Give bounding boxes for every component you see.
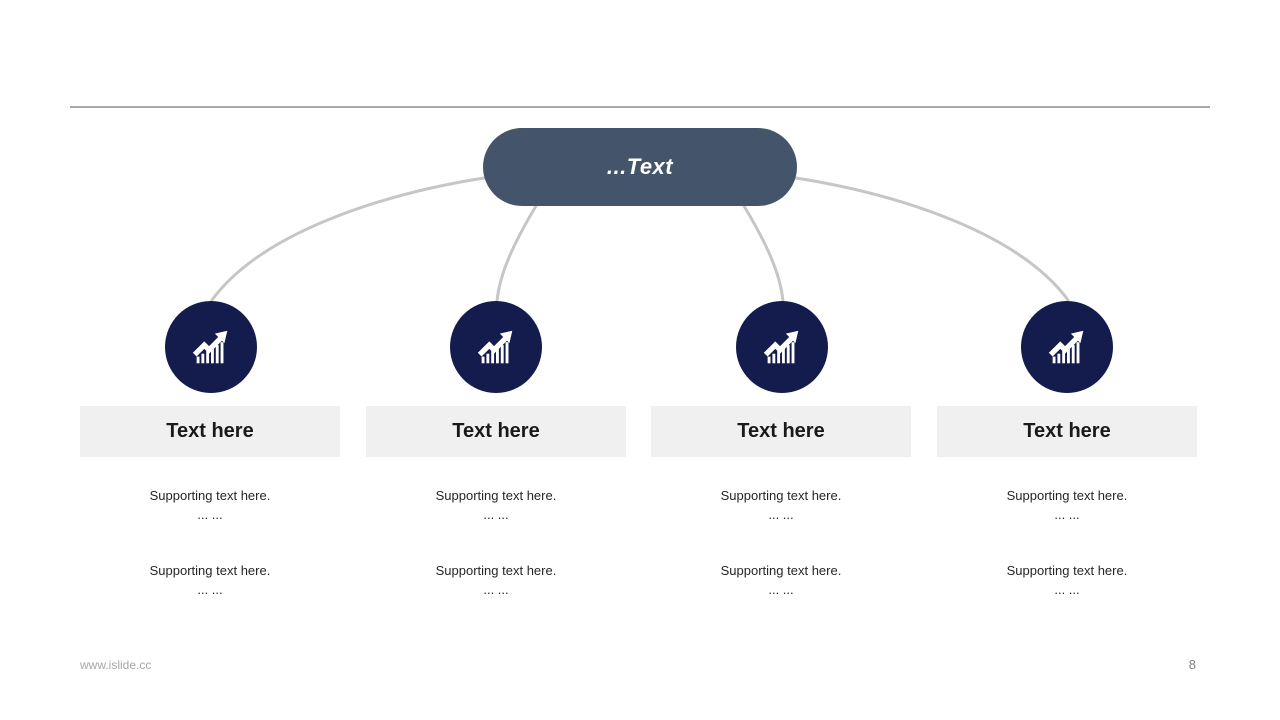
supporting-ellipsis: ... ...: [768, 582, 794, 597]
supporting-ellipsis: ... ...: [483, 507, 509, 522]
branch-icon-circle: [165, 301, 257, 393]
supporting-text-block: Supporting text here. ... ...: [366, 486, 626, 524]
branch-icon-circle: [1021, 301, 1113, 393]
connector-line: [742, 204, 785, 303]
branch-title: Text here: [737, 420, 825, 442]
supporting-text: Supporting text here.: [435, 563, 557, 578]
supporting-text-block: Supporting text here. ... ...: [651, 486, 911, 524]
branch-title-box: Text here: [651, 406, 911, 457]
supporting-ellipsis: ... ...: [197, 507, 223, 522]
growth-chart-icon: [477, 330, 513, 364]
branch-title: Text here: [166, 420, 254, 442]
supporting-text-block: Supporting text here. ... ...: [80, 561, 340, 599]
root-node-label: ...Text: [606, 154, 674, 179]
branch-icon-circle: [450, 301, 542, 393]
supporting-ellipsis: ... ...: [1054, 507, 1080, 522]
supporting-text: Supporting text here.: [149, 563, 271, 578]
growth-chart-icon: [192, 330, 228, 364]
connector-line: [210, 176, 486, 302]
branch-title-box: Text here: [366, 406, 626, 457]
top-divider-line: [70, 106, 1210, 108]
branch-title-box: Text here: [937, 406, 1197, 457]
branch-title: Text here: [452, 420, 540, 442]
branch-column: Text here Supporting text here. ... ... …: [366, 406, 626, 599]
supporting-text-block: Supporting text here. ... ...: [651, 561, 911, 599]
branch-column: Text here Supporting text here. ... ... …: [80, 406, 340, 599]
supporting-ellipsis: ... ...: [197, 582, 223, 597]
page-number: 8: [1188, 657, 1196, 672]
branch-column: Text here Supporting text here. ... ... …: [651, 406, 911, 599]
branch-icon-circle: [736, 301, 828, 393]
connector-line: [495, 204, 538, 303]
supporting-text: Supporting text here.: [149, 488, 271, 503]
supporting-text-block: Supporting text here. ... ...: [937, 486, 1197, 524]
footer-website-url: www.islide.cc: [80, 658, 152, 672]
supporting-text-block: Supporting text here. ... ...: [366, 561, 626, 599]
supporting-ellipsis: ... ...: [483, 582, 509, 597]
connector-line: [794, 176, 1070, 302]
supporting-text: Supporting text here.: [720, 488, 842, 503]
supporting-text: Supporting text here.: [1006, 488, 1128, 503]
supporting-text: Supporting text here.: [1006, 563, 1128, 578]
supporting-text: Supporting text here.: [435, 488, 557, 503]
supporting-ellipsis: ... ...: [1054, 582, 1080, 597]
root-node-pill: ...Text: [483, 128, 797, 206]
supporting-text-block: Supporting text here. ... ...: [937, 561, 1197, 599]
supporting-text-block: Supporting text here. ... ...: [80, 486, 340, 524]
branch-title-box: Text here: [80, 406, 340, 457]
branch-title: Text here: [1023, 420, 1111, 442]
branch-column: Text here Supporting text here. ... ... …: [937, 406, 1197, 599]
supporting-text: Supporting text here.: [720, 563, 842, 578]
supporting-ellipsis: ... ...: [768, 507, 794, 522]
growth-chart-icon: [1048, 330, 1084, 364]
growth-chart-icon: [763, 330, 799, 364]
